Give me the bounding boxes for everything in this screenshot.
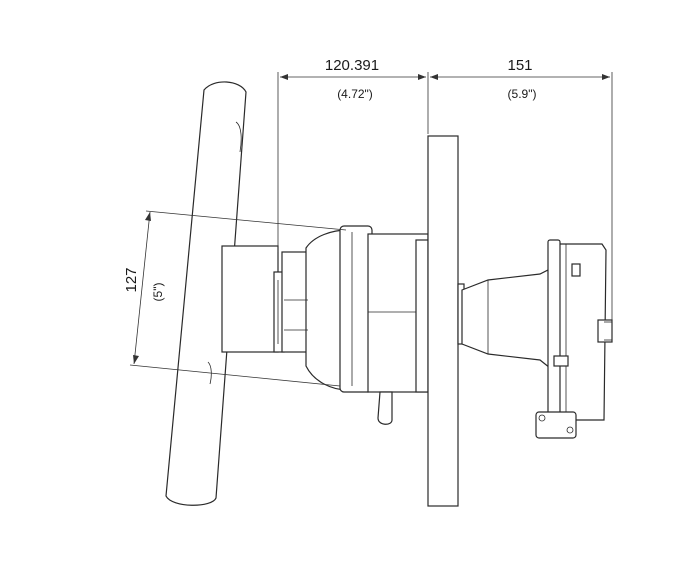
steering-wheel-rim	[165, 81, 247, 506]
hub-diameter-inch: (5")	[151, 283, 165, 302]
mounting-panel	[427, 135, 459, 507]
hub-depth-value: 120.391	[325, 57, 379, 74]
wheel-hub-block	[221, 245, 279, 353]
dimension-hub-diameter: 127 (5")	[123, 210, 347, 387]
dimension-hub-depth: 120.391 (4.72")	[277, 57, 429, 252]
hub-depth-inch: (4.72")	[337, 87, 373, 101]
rear-motor-housing	[535, 239, 613, 439]
quick-release-adapter	[273, 229, 349, 391]
dimension-rear-depth: 151 (5.9")	[430, 57, 613, 322]
hub-diameter-value: 127	[123, 267, 140, 292]
rear-depth-inch: (5.9")	[508, 87, 537, 101]
wheel-base-housing	[339, 225, 429, 425]
rear-depth-value: 151	[507, 57, 532, 74]
rear-shaft	[457, 269, 551, 370]
